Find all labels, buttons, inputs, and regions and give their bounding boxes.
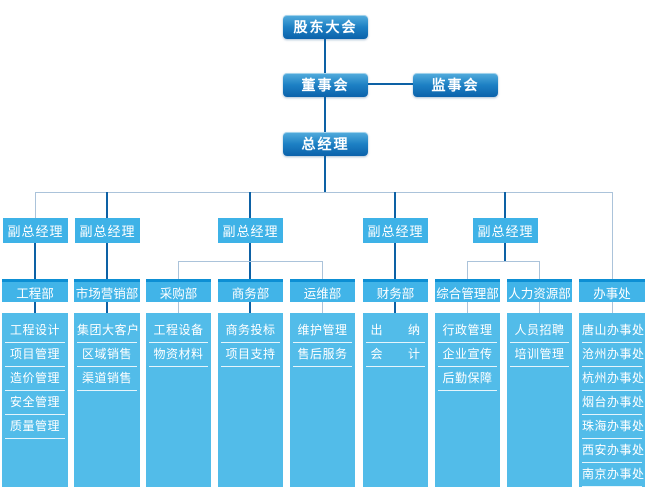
node-deputy-gm-5: 副总经理 [473, 218, 538, 243]
connector-line [467, 261, 468, 279]
connector-line [612, 302, 613, 313]
connector-line [249, 192, 251, 218]
department-item: 后勤保障 [438, 367, 497, 391]
department-item: 西安办事处 [582, 439, 644, 463]
dept-header-general-admin: 综合管理部 [435, 279, 500, 302]
dept-column-procurement: 工程设备物资材料 [146, 313, 211, 487]
connector-subrail [178, 261, 322, 262]
department-item: 行政管理 [438, 319, 497, 343]
department-item: 杭州办事处 [582, 367, 644, 391]
dept-header-operations: 运维部 [290, 279, 355, 302]
department-item: 造价管理 [5, 367, 65, 391]
department-item: 会 计 [366, 343, 425, 367]
connector-line [612, 192, 613, 279]
dept-header-human-resources: 人力资源部 [507, 279, 572, 302]
connector-line [34, 302, 36, 313]
connector-line [539, 261, 540, 279]
connector-subrail [467, 261, 539, 262]
department-item: 商务投标 [221, 319, 280, 343]
department-item: 维护管理 [293, 319, 352, 343]
dept-column-marketing: 集团大客户区域销售渠道销售 [74, 313, 140, 487]
connector-line [368, 83, 413, 85]
connector-line [467, 302, 468, 313]
department-item: 区域销售 [77, 343, 137, 367]
department-item: 集团大客户 [77, 319, 139, 343]
connector-line [324, 97, 326, 132]
connector-line [106, 192, 108, 218]
connector-line [324, 156, 326, 192]
department-item: 物资材料 [149, 343, 208, 367]
department-item: 企业宣传 [438, 343, 497, 367]
connector-line [322, 261, 323, 279]
node-deputy-gm-2: 副总经理 [75, 218, 140, 243]
node-supervisory-board: 监事会 [413, 73, 498, 97]
connector-line [504, 192, 506, 218]
dept-header-commerce: 商务部 [218, 279, 283, 302]
department-item: 唐山办事处 [582, 319, 644, 343]
department-item: 工程设计 [5, 319, 65, 343]
connector-line [322, 302, 323, 313]
connector-rail [35, 192, 613, 193]
dept-column-branch-offices: 唐山办事处沧州办事处杭州办事处烟台办事处珠海办事处西安办事处南京办事处 [579, 313, 645, 487]
dept-header-procurement: 采购部 [146, 279, 211, 302]
connector-line [35, 192, 36, 218]
connector-line [539, 302, 540, 313]
node-general-manager: 总经理 [283, 132, 368, 156]
department-item: 渠道销售 [77, 367, 137, 391]
dept-column-general-admin: 行政管理企业宣传后勤保障 [435, 313, 500, 487]
department-item: 出 纳 [366, 319, 425, 343]
connector-line [324, 39, 326, 73]
dept-column-human-resources: 人员招聘培训管理 [507, 313, 572, 487]
department-item: 项目管理 [5, 343, 65, 367]
connector-line [106, 243, 108, 279]
dept-column-finance: 出 纳会 计 [363, 313, 428, 487]
department-item: 项目支持 [221, 343, 280, 367]
connector-line [249, 302, 251, 313]
node-board-of-directors: 董事会 [283, 73, 368, 97]
dept-header-marketing: 市场营销部 [74, 279, 140, 302]
department-item: 培训管理 [510, 343, 569, 367]
node-shareholders-meeting: 股东大会 [283, 15, 368, 39]
department-item: 售后服务 [293, 343, 352, 367]
department-item: 人员招聘 [510, 319, 569, 343]
department-item: 南京办事处 [582, 463, 644, 487]
dept-column-engineering: 工程设计项目管理造价管理安全管理质量管理 [2, 313, 68, 487]
dept-header-finance: 财务部 [363, 279, 428, 302]
department-item: 安全管理 [5, 391, 65, 415]
department-item: 质量管理 [5, 415, 65, 439]
connector-line [394, 243, 396, 279]
connector-line [106, 302, 108, 313]
node-deputy-gm-1: 副总经理 [3, 218, 68, 243]
node-deputy-gm-3: 副总经理 [218, 218, 283, 243]
department-item: 烟台办事处 [582, 391, 644, 415]
connector-line [394, 302, 396, 313]
connector-line [394, 192, 396, 218]
connector-line [178, 302, 179, 313]
node-deputy-gm-4: 副总经理 [363, 218, 428, 243]
dept-header-engineering: 工程部 [2, 279, 68, 302]
connector-line [34, 243, 36, 279]
dept-header-branch-offices: 办事处 [579, 279, 645, 302]
department-item: 珠海办事处 [582, 415, 644, 439]
department-item: 工程设备 [149, 319, 208, 343]
department-item: 沧州办事处 [582, 343, 644, 367]
dept-column-commerce: 商务投标项目支持 [218, 313, 283, 487]
connector-line [178, 261, 179, 279]
dept-column-operations: 维护管理售后服务 [290, 313, 355, 487]
connector-line [504, 243, 506, 261]
